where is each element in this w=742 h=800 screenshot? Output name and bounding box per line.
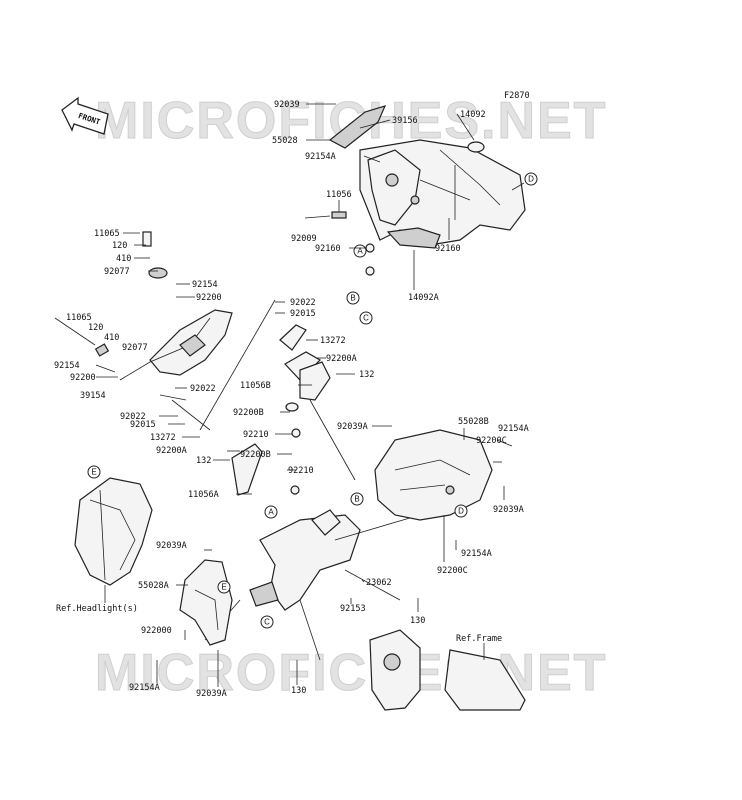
part-label: 11056B [240,381,271,391]
svg-text:C: C [264,618,270,627]
svg-text:B: B [350,294,355,303]
headlight-reference [74,477,153,603]
part-label: 92009 [291,234,317,244]
part-label: 92154 [192,280,218,290]
left-side-cover [179,559,233,646]
ref-headlight-label: Ref.Headlight(s) [56,604,138,614]
part-label: 92200B [240,450,271,460]
svg-text:A: A [357,247,363,256]
part-label: 922000 [141,626,172,636]
part-label: 92200A [156,446,187,456]
part-label: 92022 [290,298,316,308]
part-label: 92154A [305,152,336,162]
svg-text:D: D [528,175,534,184]
callout-e-lower: E [217,580,231,594]
part-label: 120 [88,323,103,333]
svg-text:D: D [458,507,464,516]
part-label: 92039A [337,422,368,432]
part-label: 92015 [130,420,156,430]
watermark-top: MICROFICHES.NET [95,92,607,150]
part-label: 92200B [233,408,264,418]
svg-text:E: E [221,583,226,592]
part-label: 92154 [54,361,80,371]
part-label: 92039A [196,689,227,699]
part-label: 92200 [70,373,96,383]
center-stay-assembly [199,299,356,496]
part-label: 92077 [122,343,148,353]
part-label: 92154A [129,683,160,693]
part-label: 92160 [315,244,341,254]
svg-text:B: B [354,495,359,504]
svg-text:C: C [363,314,369,323]
part-label: 92039A [156,541,187,551]
part-label: 13272 [150,433,176,443]
upper-inner-cover-assembly [328,105,526,276]
frame-reference [369,629,526,711]
part-label: 92153 [340,604,366,614]
part-label: 92210 [288,466,314,476]
part-label: 92039A [493,505,524,515]
part-label: 55028 [272,136,298,146]
part-label: 92022 [190,384,216,394]
part-label: 92154A [461,549,492,559]
part-label: 92200 [196,293,222,303]
part-label: 410 [116,254,131,264]
part-label: 92015 [290,309,316,319]
part-label: 11065 [94,229,120,239]
callout-e-left: E [87,465,101,479]
windshield-assembly [54,231,233,431]
part-label: 132 [196,456,211,466]
part-label: 11056A [188,490,219,500]
part-label: 130 [410,616,425,626]
part-label: 132 [359,370,374,380]
watermark-bottom: MICROFICHES.NET [95,644,607,702]
callout-b-upper: B [346,291,360,305]
part-label: 92022 [120,412,146,422]
part-label: 130 [291,686,306,696]
callout-c-lower: C [260,615,274,629]
part-label: 14092A [408,293,439,303]
part-label: 92200A [326,354,357,364]
part-label: 11056 [326,190,352,200]
part-label: 55028B [458,417,489,427]
part-label: 92200C [476,436,507,446]
ref-frame-label: Ref.Frame [456,634,502,644]
svg-text:A: A [268,508,274,517]
part-label: 55028A [138,581,169,591]
part-label: 92154A [498,424,529,434]
callout-c-upper: C [359,311,373,325]
part-labels: 92039 39156 14092 55028 92154A 11056 920… [54,100,529,699]
callout-d-upper: D [524,172,538,186]
part-label: 92210 [243,430,269,440]
leader-lines [95,103,525,687]
callout-d-lower: D [454,504,468,518]
callout-a-lower: A [264,505,278,519]
callout-b-lower: B [350,492,364,506]
part-label: 92039 [274,100,300,110]
callout-a-upper: A [353,244,367,258]
front-arrow-icon: FRONT [61,96,109,135]
part-label: 39156 [392,116,418,126]
part-label: 39154 [80,391,106,401]
svg-text:E: E [91,468,96,477]
part-label: 23062 [366,578,392,588]
part-label: 92200C [437,566,468,576]
part-label: 13272 [320,336,346,346]
part-label: 120 [112,241,127,251]
right-side-cover [374,429,493,521]
part-label: 11065 [66,313,92,323]
part-label: 92160 [435,244,461,254]
part-label: 410 [104,333,119,343]
part-label: 92077 [104,267,130,277]
part-label: 14092 [460,110,486,120]
diagram-code: F2870 [504,91,530,101]
